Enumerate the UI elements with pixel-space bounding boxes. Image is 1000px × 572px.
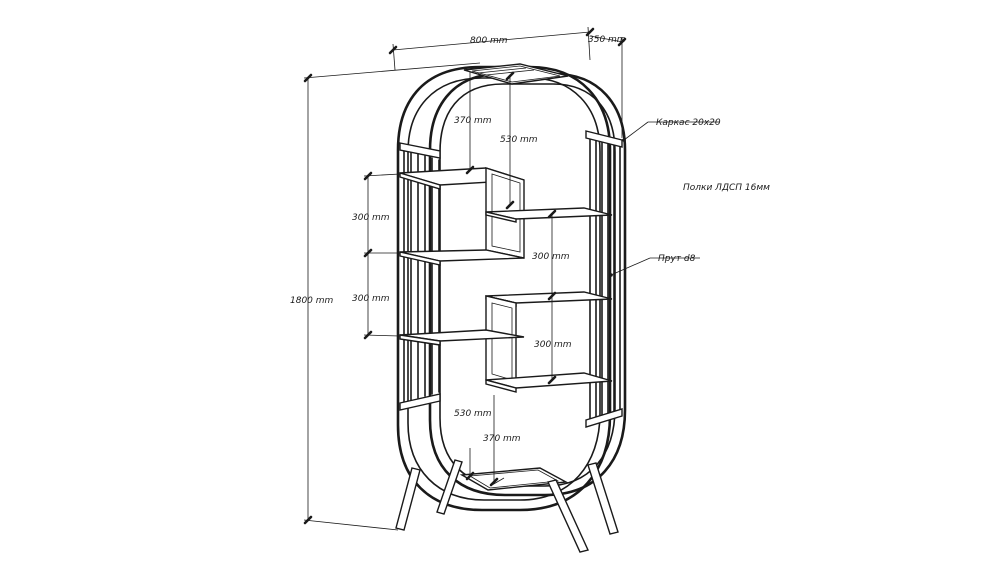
dim-top-width-label: 530 mm [500, 135, 538, 145]
legs [395, 459, 619, 553]
dim-bottom-depth-label: 370 mm [483, 434, 521, 444]
bottom-panel [459, 467, 569, 491]
dim-depth-label: 350 mm [588, 35, 626, 45]
top-panel [463, 63, 569, 85]
shelves [399, 167, 613, 393]
dimension-ticks [303, 27, 627, 525]
dim-width-label: 800 mm [470, 36, 508, 46]
dim-top-depth-label: 370 mm [454, 116, 492, 126]
front-ring-inner [407, 77, 601, 501]
dim-right-gap-2-label: 300 mm [534, 340, 572, 350]
box-lower [485, 295, 517, 389]
shelves-annotation: Полки ЛДСП 16мм [683, 183, 770, 193]
frame [396, 65, 627, 512]
right-rods [585, 130, 623, 428]
dimension-lines [303, 26, 720, 531]
rod-annotation: Прут d8 [658, 254, 696, 264]
dim-bottom-width-label: 530 mm [454, 409, 492, 419]
back-ring-inner [439, 83, 616, 487]
dim-right-gap-1-label: 300 mm [532, 252, 570, 262]
front-ring-outer [396, 65, 612, 512]
dim-height-label: 1800 mm [290, 296, 334, 306]
dim-left-gap-1-label: 300 mm [352, 213, 390, 223]
dim-left-gap-2-label: 300 mm [352, 294, 390, 304]
left-rods [399, 142, 441, 411]
frame-annotation: Каркас 20х20 [656, 118, 721, 128]
back-ring-outer [428, 72, 627, 497]
